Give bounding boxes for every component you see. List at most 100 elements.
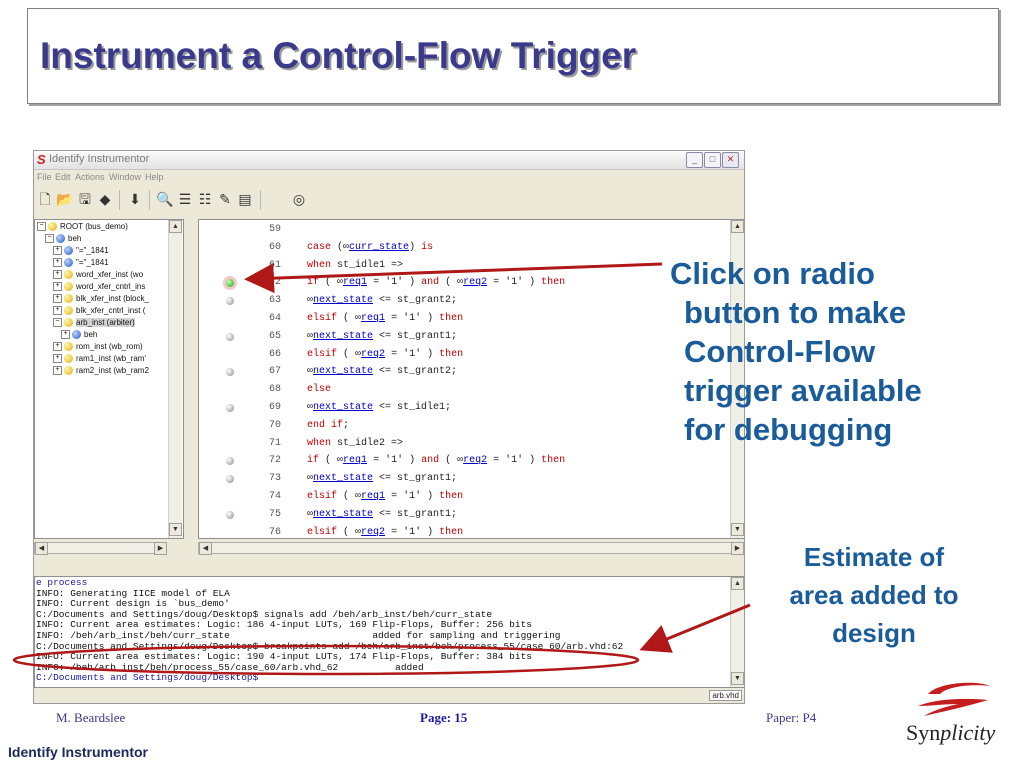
- scroll-up-icon[interactable]: ▲: [731, 220, 744, 233]
- edit-list-icon[interactable]: ✎: [219, 191, 231, 207]
- properties-icon[interactable]: ▤: [238, 191, 252, 207]
- trigger-radio-button[interactable]: [226, 297, 234, 306]
- signal-link[interactable]: req2: [361, 526, 386, 538]
- scroll-down-icon[interactable]: ▼: [169, 523, 182, 536]
- menu-help[interactable]: Help: [145, 172, 164, 182]
- collapse-icon[interactable]: −: [37, 222, 46, 232]
- scroll-right-icon[interactable]: ▶: [731, 542, 744, 555]
- watch-glasses-icon[interactable]: ∞: [307, 473, 314, 485]
- tree-node-eq-2[interactable]: +"="_1841: [53, 257, 109, 269]
- expand-icon[interactable]: +: [53, 270, 62, 280]
- watch-glasses-icon[interactable]: ∞: [457, 277, 464, 289]
- expand-icon[interactable]: +: [61, 330, 70, 340]
- signal-link[interactable]: curr_state: [349, 241, 410, 253]
- trigger-radio-button[interactable]: [226, 510, 234, 519]
- trigger-radio-button[interactable]: [226, 457, 234, 466]
- tree-node-blk-xfer-cntrl[interactable]: +blk_xfer_cntrl_inst (: [53, 305, 145, 317]
- tree-node-arb-beh[interactable]: +beh: [61, 329, 97, 341]
- menu-edit[interactable]: Edit: [55, 172, 71, 182]
- signal-link[interactable]: req2: [463, 277, 488, 289]
- watch-glasses-icon[interactable]: ∞: [307, 330, 314, 342]
- tree-node-beh[interactable]: −beh: [45, 233, 81, 245]
- watch-glasses-icon[interactable]: ∞: [307, 366, 314, 378]
- signal-link[interactable]: req2: [463, 455, 488, 467]
- console-vertical-scrollbar[interactable]: ▲ ▼: [730, 577, 744, 687]
- tree-node-arb-inst[interactable]: −arb_inst (arbiter): [53, 317, 135, 329]
- open-folder-icon[interactable]: 📂: [56, 191, 74, 207]
- menu-file[interactable]: File: [37, 172, 52, 182]
- tree-node-root[interactable]: −ROOT (bus_demo): [37, 221, 128, 233]
- watch-glasses-icon[interactable]: ∞: [457, 455, 464, 467]
- tree-node-blk-xfer[interactable]: +blk_xfer_inst (block_: [53, 293, 149, 305]
- file-tab[interactable]: arb.vhd: [709, 690, 742, 701]
- tree-vertical-scrollbar[interactable]: ▲ ▼: [168, 220, 182, 538]
- expand-icon[interactable]: +: [53, 342, 62, 352]
- expand-icon[interactable]: +: [53, 294, 62, 304]
- scroll-up-icon[interactable]: ▲: [169, 220, 182, 233]
- breakpoint-list-icon[interactable]: ☷: [198, 191, 212, 207]
- expand-icon[interactable]: +: [53, 282, 62, 292]
- scroll-up-icon[interactable]: ▲: [731, 577, 744, 590]
- signal-link[interactable]: next_state: [313, 330, 374, 342]
- code-horizontal-scrollbar[interactable]: ◀ ▶: [198, 542, 744, 555]
- collapse-icon[interactable]: −: [53, 318, 62, 328]
- close-button[interactable]: ✕: [722, 152, 739, 168]
- signal-link[interactable]: req1: [361, 491, 386, 502]
- scroll-left-icon[interactable]: ◀: [199, 542, 212, 555]
- trigger-radio-button[interactable]: [226, 404, 234, 412]
- signal-link[interactable]: req1: [361, 313, 386, 324]
- scroll-down-icon[interactable]: ▼: [731, 523, 744, 536]
- expand-icon[interactable]: +: [53, 354, 62, 364]
- watch-glasses-icon[interactable]: ∞: [337, 277, 344, 289]
- watch-glasses-icon[interactable]: ∞: [343, 241, 350, 253]
- code-vertical-scrollbar[interactable]: ▲ ▼: [730, 220, 744, 538]
- maximize-button[interactable]: □: [704, 152, 721, 168]
- expand-icon[interactable]: +: [53, 306, 62, 316]
- expand-icon[interactable]: +: [53, 258, 62, 268]
- trigger-radio-button-selected[interactable]: [226, 279, 234, 288]
- expand-icon[interactable]: +: [53, 246, 62, 256]
- signal-link[interactable]: next_state: [313, 295, 374, 307]
- watch-glasses-icon[interactable]: ∞: [307, 402, 314, 413]
- scroll-left-icon[interactable]: ◀: [35, 542, 48, 555]
- tree-node-word-xfer[interactable]: +word_xfer_inst (wo: [53, 269, 143, 281]
- expand-icon[interactable]: +: [53, 366, 62, 376]
- signal-link[interactable]: next_state: [313, 473, 374, 485]
- signal-link[interactable]: next_state: [313, 366, 374, 378]
- scroll-down-icon[interactable]: ▼: [731, 672, 744, 685]
- tree-node-eq-1[interactable]: +"="_1841: [53, 245, 109, 257]
- trigger-radio-button[interactable]: [226, 332, 234, 341]
- tree-node-ram2-inst[interactable]: +ram2_inst (wb_ram2: [53, 365, 149, 377]
- watch-glasses-icon[interactable]: ∞: [307, 508, 314, 520]
- minimize-button[interactable]: _: [686, 152, 703, 168]
- signal-link[interactable]: next_state: [313, 508, 374, 520]
- signal-link[interactable]: req1: [343, 455, 368, 467]
- signal-link[interactable]: req1: [343, 277, 368, 289]
- instrument-icon[interactable]: ◆: [99, 191, 111, 207]
- tree-horizontal-scrollbar[interactable]: ◀ ▶: [34, 542, 167, 555]
- trigger-radio-button[interactable]: [226, 368, 234, 377]
- watch-glasses-icon[interactable]: ∞: [355, 526, 362, 538]
- save-icon[interactable]: 🖫: [79, 191, 91, 207]
- menu-window[interactable]: Window: [109, 172, 142, 182]
- tree-node-word-xfer-cntrl[interactable]: +word_xfer_cntrl_ins: [53, 281, 145, 293]
- watch-glasses-icon[interactable]: ∞: [355, 491, 362, 502]
- watch-glasses-icon[interactable]: ∞: [307, 295, 314, 307]
- menu-actions[interactable]: Actions: [75, 172, 105, 182]
- iice-icon[interactable]: ◎: [292, 191, 306, 207]
- new-file-icon[interactable]: 🗋: [39, 191, 51, 207]
- collapse-icon[interactable]: −: [45, 234, 54, 244]
- trigger-radio-button[interactable]: [226, 475, 234, 484]
- tree-node-ram1-inst[interactable]: +ram1_inst (wb_ram': [53, 353, 146, 365]
- signal-link[interactable]: next_state: [313, 402, 374, 413]
- instance-ball-icon: [64, 294, 73, 304]
- watch-glasses-icon[interactable]: ∞: [355, 348, 362, 360]
- signal-link[interactable]: req2: [361, 348, 386, 360]
- signal-list-icon[interactable]: ☰: [178, 191, 192, 207]
- tree-node-rom-inst[interactable]: +rom_inst (wb_rom): [53, 341, 143, 353]
- find-icon[interactable]: 🔍: [156, 191, 174, 207]
- run-icon[interactable]: ⬇: [129, 191, 141, 207]
- watch-glasses-icon[interactable]: ∞: [337, 455, 344, 467]
- scroll-right-icon[interactable]: ▶: [154, 542, 167, 555]
- watch-glasses-icon[interactable]: ∞: [355, 313, 362, 324]
